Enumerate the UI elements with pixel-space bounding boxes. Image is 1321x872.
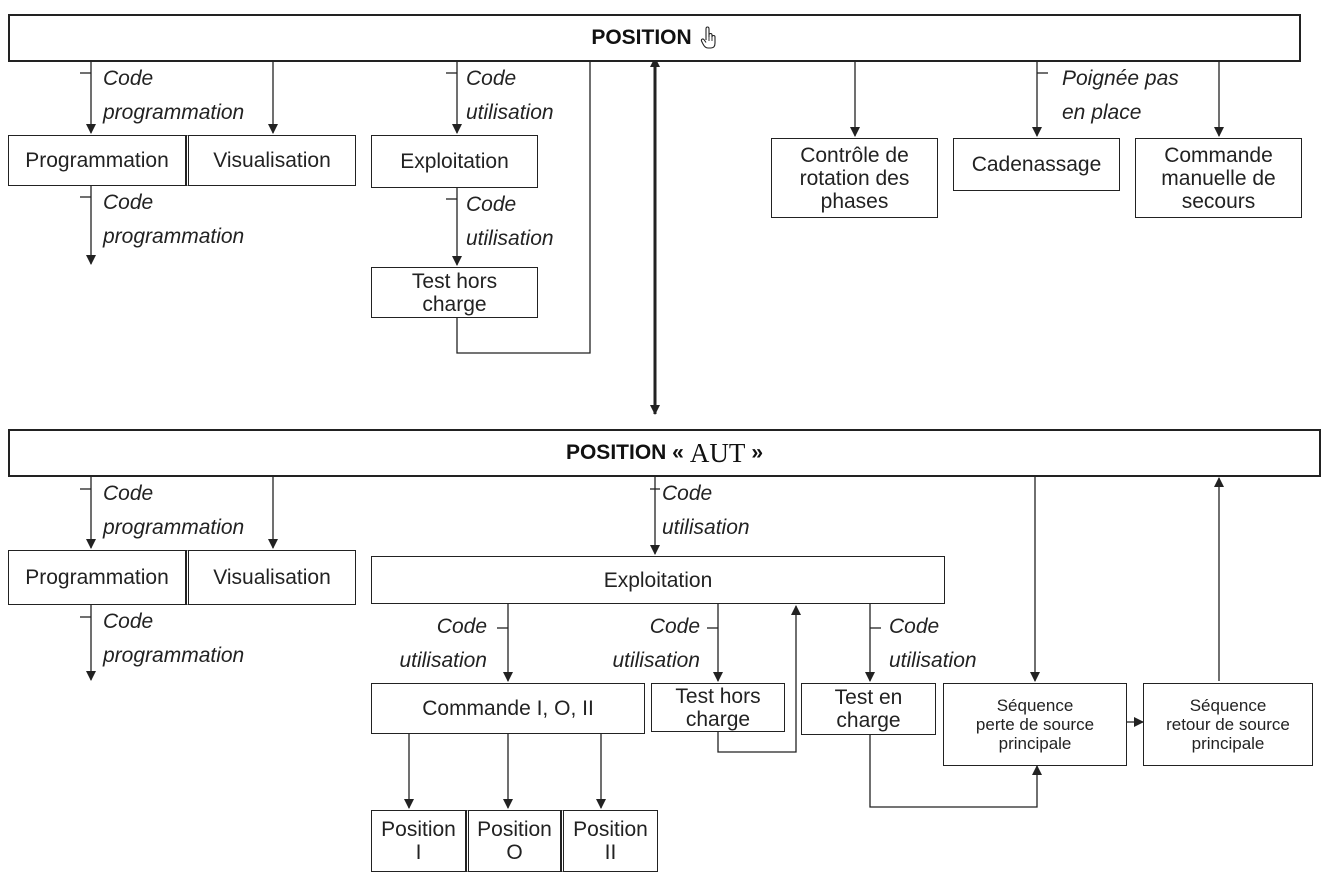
label-code-programmation: Code programmation — [103, 191, 245, 248]
label-code-utilisation: Code utilisation — [399, 615, 487, 672]
box-visualisation-aut: Visualisation — [186, 550, 356, 605]
box-commande-manuelle: Commande manuelle de secours — [1135, 138, 1302, 218]
loop-test-hors-charge — [456, 62, 591, 354]
label-code-programmation: Code programmation — [103, 610, 245, 667]
box-test-hors-charge-aut: Test hors charge — [651, 683, 785, 732]
label-code-utilisation: Code utilisation — [466, 67, 554, 124]
header-position-manual: POSITION — [8, 14, 1301, 62]
label-code-programmation: Code programmation — [103, 482, 245, 539]
arrow-test-en-charge-to-perte — [869, 735, 1042, 808]
box-position-o: Position O — [466, 810, 561, 872]
hand-pointer-icon — [700, 26, 716, 49]
header-aut-mode: AUT — [689, 437, 746, 468]
label-code-utilisation: Code utilisation — [662, 482, 750, 539]
box-test-en-charge: Test en charge — [801, 683, 936, 735]
box-test-hors-charge-manual: Test hors charge — [371, 267, 538, 318]
header-aut-prefix: POSITION « — [565, 441, 684, 464]
box-controle-rotation: Contrôle de rotation des phases — [771, 138, 938, 218]
box-exploitation-aut: Exploitation — [371, 556, 945, 604]
label-code-utilisation: Code utilisation — [889, 615, 977, 672]
label-code-programmation: Code programmation — [103, 67, 245, 124]
header-manual-label: POSITION — [591, 26, 692, 49]
box-programmation-aut: Programmation — [8, 550, 186, 605]
box-programmation-manual: Programmation — [8, 135, 186, 186]
box-sequence-perte-source: Séquence perte de source principale — [943, 683, 1127, 766]
box-exploitation-manual: Exploitation — [371, 135, 538, 188]
box-cadenassage: Cadenassage — [953, 138, 1120, 191]
box-position-ii: Position II — [561, 810, 658, 872]
label-poignee-pas-en-place: Poignée pas en place — [1062, 67, 1179, 124]
box-sequence-retour-source: Séquence retour de source principale — [1143, 683, 1313, 766]
loop-test-hors-charge-aut — [717, 605, 801, 753]
box-visualisation-manual: Visualisation — [186, 135, 356, 186]
header-position-aut: POSITION « AUT » — [8, 429, 1321, 477]
box-commande-i-o-ii: Commande I, O, II — [371, 683, 645, 734]
label-code-utilisation: Code utilisation — [612, 615, 700, 672]
box-position-i: Position I — [371, 810, 466, 872]
header-aut-suffix: » — [751, 441, 764, 464]
label-code-utilisation: Code utilisation — [466, 193, 554, 250]
